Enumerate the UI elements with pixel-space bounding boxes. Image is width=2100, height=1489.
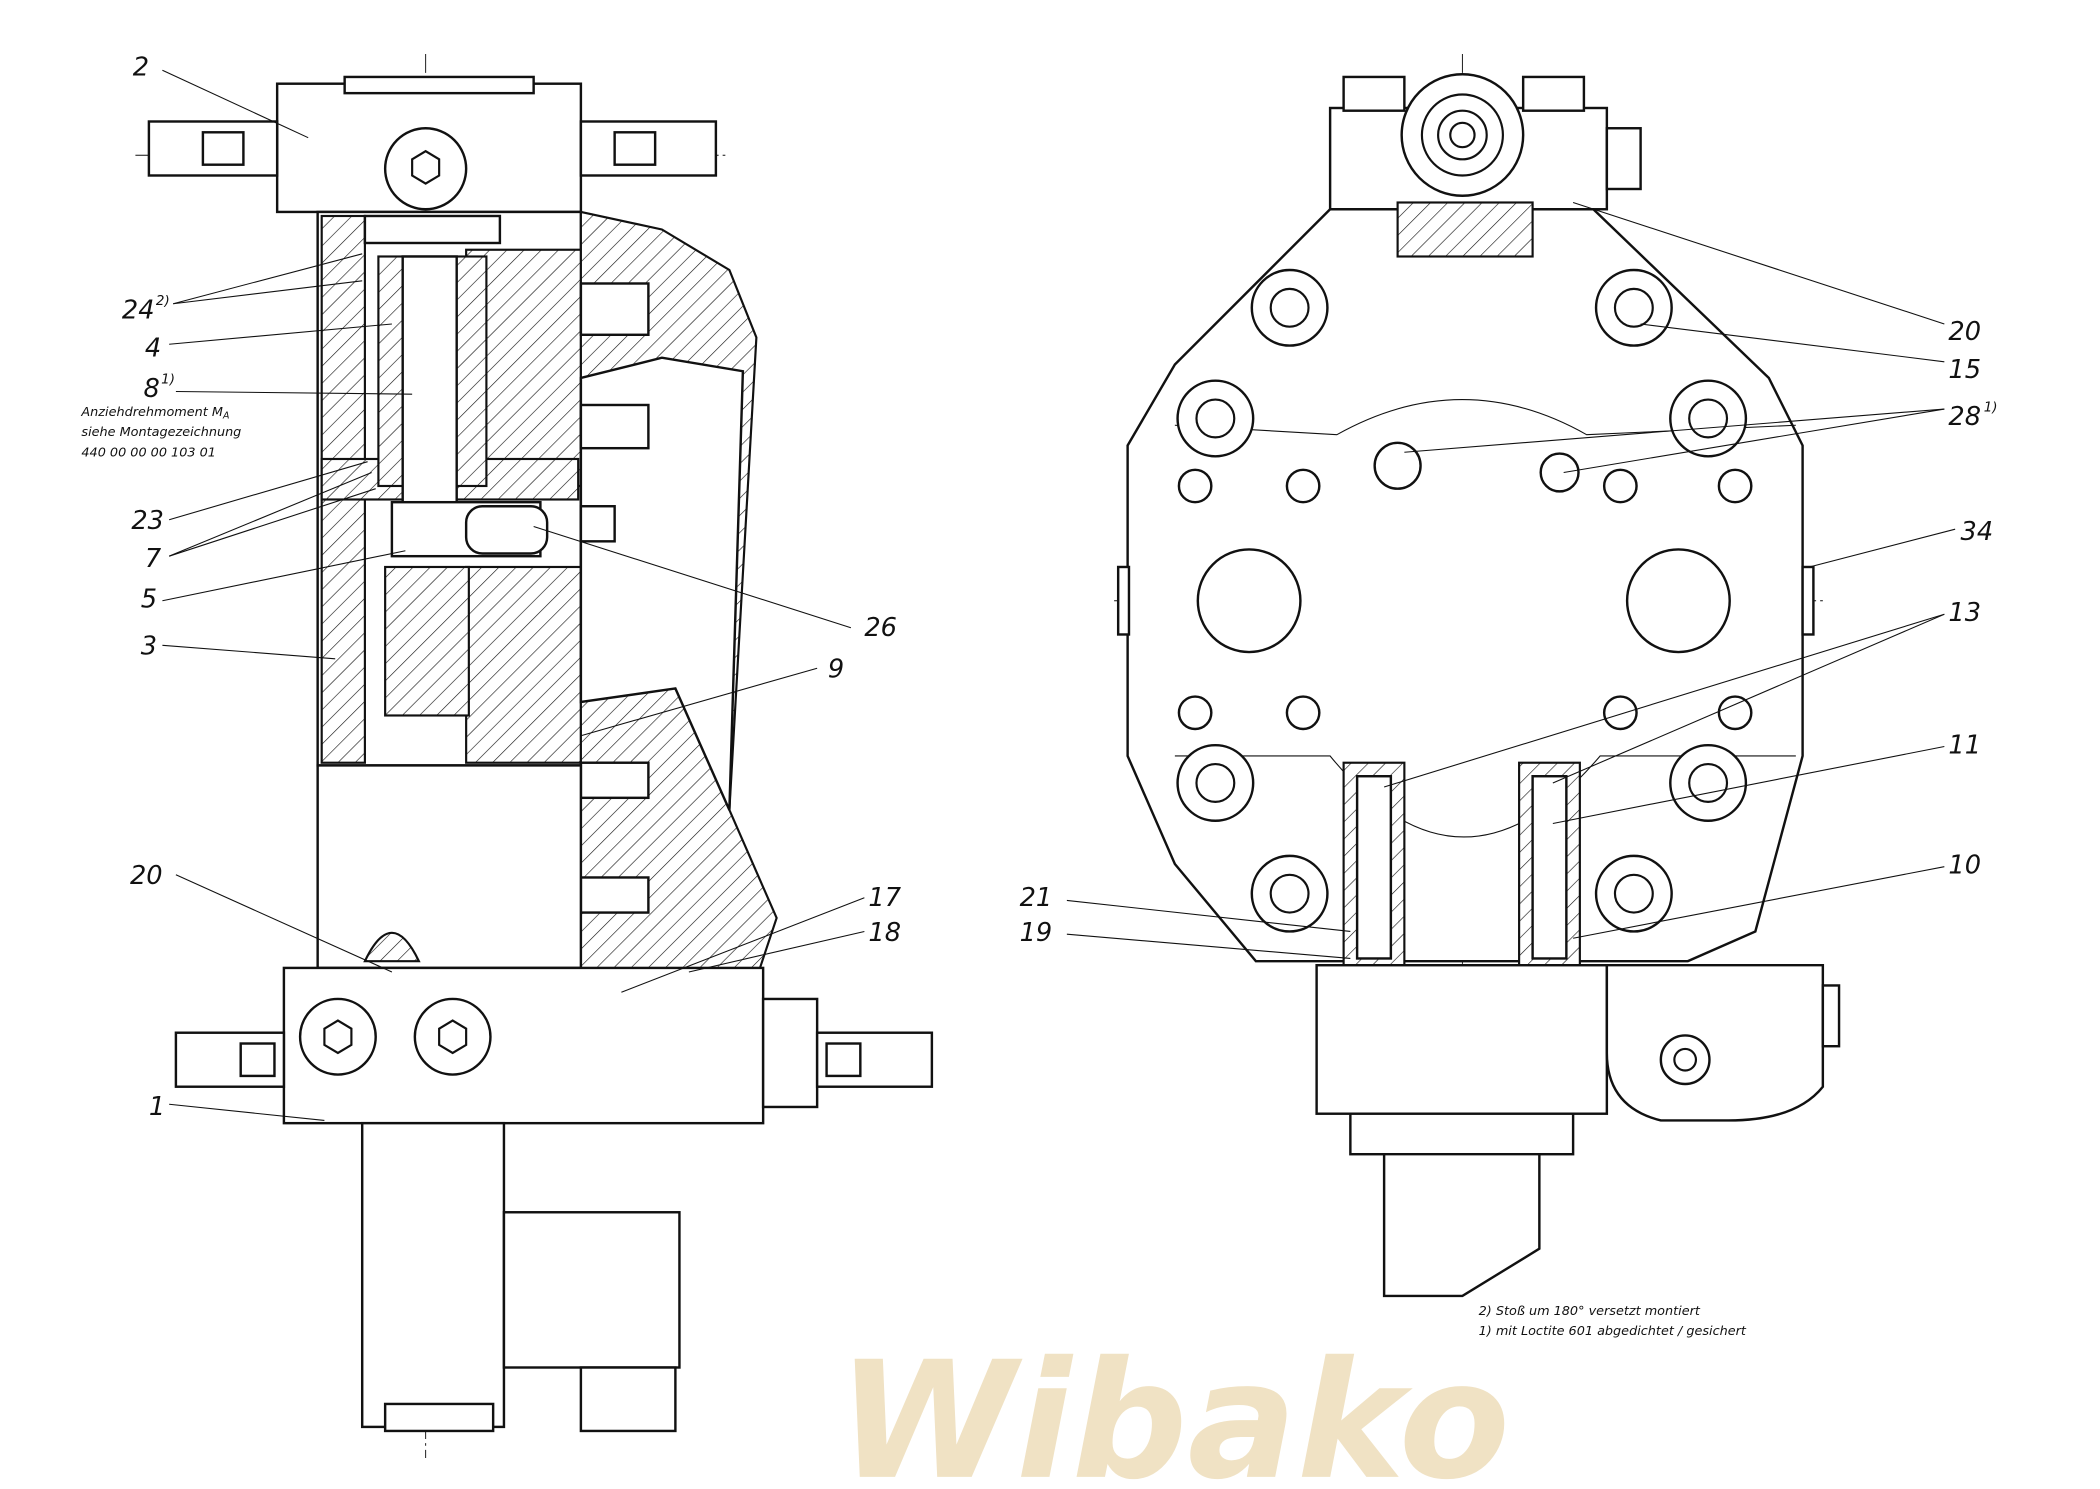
part-label-11: 11: [1948, 730, 1981, 760]
part-label-1: 1: [149, 1092, 165, 1122]
torque-note-line1: Anziehdrehmoment MA: [80, 405, 229, 422]
part-label-23: 23: [131, 506, 164, 536]
part-label-19: 19: [1020, 918, 1053, 948]
part-label-24-group: 242): [122, 293, 170, 325]
part-label-26: 26: [864, 613, 897, 643]
left-leader-lines: [162, 69, 865, 1121]
footnote-1: 1) mit Loctite 601 abgedichtet / gesiche…: [1479, 1324, 1747, 1339]
part-label-10: 10: [1948, 850, 1981, 880]
right-front-view: [1114, 53, 1841, 1298]
watermark: Wibako: [837, 1328, 1510, 1489]
footnote-2: 2) Stoß um 180° versetzt montiert: [1479, 1304, 1701, 1319]
part-label-18: 18: [868, 918, 901, 948]
part-label-34: 34: [1961, 517, 1994, 547]
part-label-9: 9: [828, 655, 844, 685]
part-label-2: 2: [133, 53, 149, 83]
part-label-4: 4: [145, 333, 161, 363]
part-label-8-group: 81): [144, 371, 176, 403]
part-label-7: 7: [145, 544, 162, 574]
part-label-5: 5: [141, 584, 157, 614]
part-label-17: 17: [868, 883, 901, 913]
torque-note-line3: 440 00 00 00 103 01: [81, 445, 216, 460]
right-leader-lines: [1066, 201, 1956, 960]
left-section-view: [135, 53, 934, 1458]
part-label-20-right: 20: [1948, 317, 1981, 347]
torque-note-line2: siehe Montagezeichnung: [81, 425, 241, 440]
part-label-24-footnote: 2): [156, 293, 170, 309]
part-label-21: 21: [1020, 883, 1053, 913]
part-label-3: 3: [141, 632, 157, 662]
left-part-labels: 2 242) 4 81) Anziehdrehmoment MA siehe M…: [80, 53, 901, 1122]
torque-note-subscript: A: [222, 410, 229, 421]
part-label-20-left: 20: [130, 861, 163, 891]
bolt-holes: [1176, 268, 1753, 933]
part-label-8-footnote: 1): [161, 371, 175, 387]
part-label-24: 24: [122, 296, 155, 326]
part-label-8: 8: [144, 374, 160, 404]
part-label-13: 13: [1948, 598, 1981, 628]
part-label-28-footnote: 1): [1984, 400, 1998, 416]
part-label-15: 15: [1948, 355, 1981, 385]
torque-note-text: Anziehdrehmoment M: [80, 405, 223, 420]
part-label-28: 28: [1948, 402, 1981, 432]
footnotes: 2) Stoß um 180° versetzt montiert 1) mit…: [1479, 1304, 1747, 1339]
